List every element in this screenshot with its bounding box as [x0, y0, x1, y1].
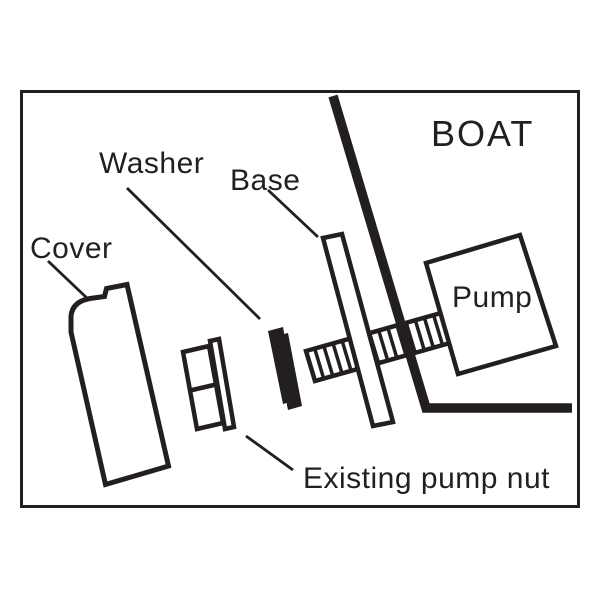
- washer-leader-line: [126, 187, 261, 320]
- pump-body: [423, 232, 559, 377]
- cover-label: Cover: [30, 232, 113, 265]
- thread-hatch-mark: [340, 340, 353, 372]
- boat-region-label: BOAT: [431, 113, 534, 154]
- pump-nut-facet-divider: [189, 382, 217, 393]
- existing-pump-nut-shape: [180, 336, 237, 432]
- thread-hatch-mark: [422, 317, 436, 349]
- existing-pump-nut-label: Existing pump nut: [303, 462, 550, 495]
- thread-hatch-mark: [386, 327, 399, 359]
- base-plate: [320, 231, 396, 429]
- washer-label: Washer: [99, 147, 204, 180]
- washer-bar-front: [273, 333, 302, 410]
- pump-label: Pump: [452, 281, 532, 314]
- washer-shape: [268, 327, 302, 410]
- thread-hatch-mark: [404, 322, 417, 354]
- diagram-frame: [20, 90, 580, 508]
- thread-hatch-mark: [331, 342, 344, 374]
- nut-leader-line: [245, 434, 294, 472]
- base-leader-line: [267, 188, 319, 239]
- thread-hatch-mark: [377, 329, 390, 362]
- thread-hatch-mark: [431, 314, 445, 346]
- thread-hatch-mark: [322, 345, 335, 377]
- base-label: Base: [230, 164, 300, 197]
- cover-shape: [68, 281, 172, 488]
- pump-nut-flange: [207, 336, 237, 432]
- boat-hull-line: [328, 94, 572, 413]
- cover-leader-line: [47, 259, 90, 302]
- thread-hatch-mark: [413, 319, 426, 351]
- thread-hatch-mark: [313, 348, 326, 380]
